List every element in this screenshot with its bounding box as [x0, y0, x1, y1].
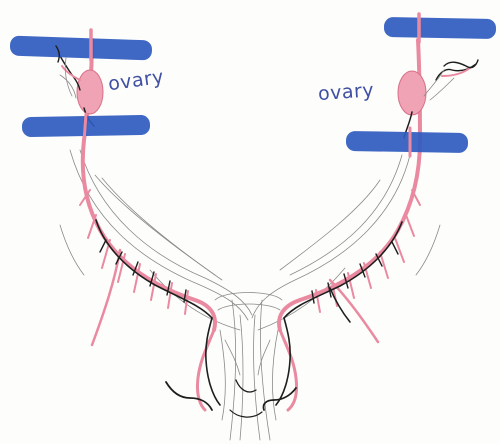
sketch-lines — [60, 150, 440, 440]
left-ovary-label: ovary — [107, 66, 166, 96]
left-ovary — [58, 52, 103, 126]
right-upper-clamp — [384, 17, 496, 39]
right-ovary-label: ovary — [317, 79, 374, 105]
left-upper-clamp — [10, 36, 153, 61]
right-lower-clamp — [346, 131, 468, 153]
